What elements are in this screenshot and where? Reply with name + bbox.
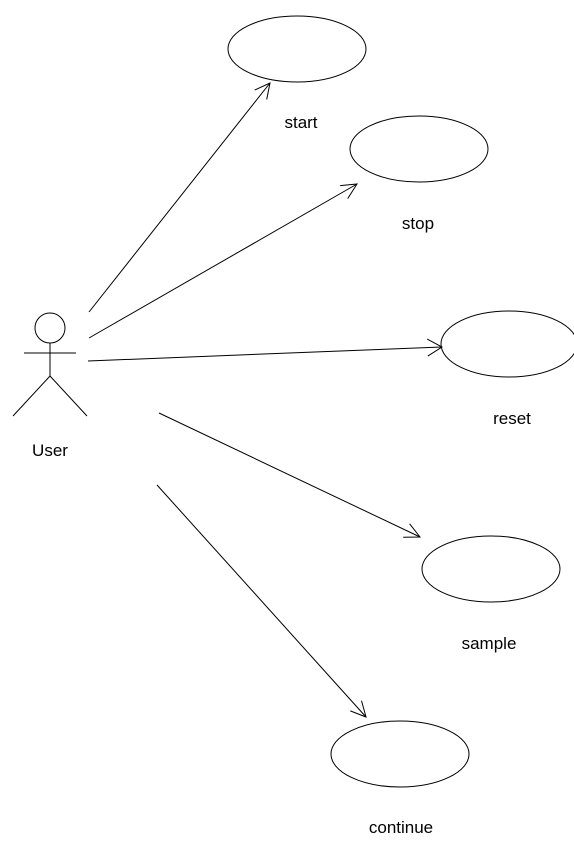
use-case-continue[interactable]: continue [330, 720, 470, 837]
arrowhead-icon [426, 338, 443, 357]
arrowhead-icon [403, 523, 422, 538]
actor-right-leg [49, 375, 88, 417]
use-case-stop[interactable]: stop [349, 115, 489, 233]
association-line [87, 346, 443, 362]
association-user-start[interactable] [88, 82, 271, 313]
arrowhead-icon [254, 82, 271, 100]
use-case-start[interactable]: start [227, 15, 367, 132]
association-line [156, 484, 367, 718]
association-user-stop[interactable] [88, 183, 358, 339]
use-case-ellipse [227, 15, 367, 83]
use-case-label: start [284, 113, 317, 132]
use-case-ellipse [349, 115, 489, 183]
association-user-reset[interactable] [87, 338, 443, 362]
association-line [88, 82, 271, 313]
use-case-ellipse [330, 720, 470, 788]
use-case-ellipse [440, 310, 574, 378]
actor-user[interactable]: User [12, 312, 88, 460]
use-case-label: sample [462, 634, 517, 653]
association-line [88, 183, 358, 339]
actor-label: User [32, 441, 68, 460]
actor-left-leg [12, 375, 51, 417]
use-case-label: stop [402, 214, 434, 233]
association-user-sample[interactable] [158, 412, 422, 538]
arrowhead-icon [340, 183, 358, 199]
arrowhead-icon [350, 700, 367, 718]
stick-figure-icon [12, 312, 88, 417]
use-case-sample[interactable]: sample [421, 535, 561, 653]
use-case-ellipse [421, 535, 561, 603]
use-case-label: reset [493, 409, 531, 428]
association-line [158, 412, 421, 538]
actor-head [34, 312, 66, 344]
use-case-label: continue [369, 818, 433, 837]
use-case-reset[interactable]: reset [440, 310, 574, 428]
association-user-continue[interactable] [156, 484, 367, 718]
